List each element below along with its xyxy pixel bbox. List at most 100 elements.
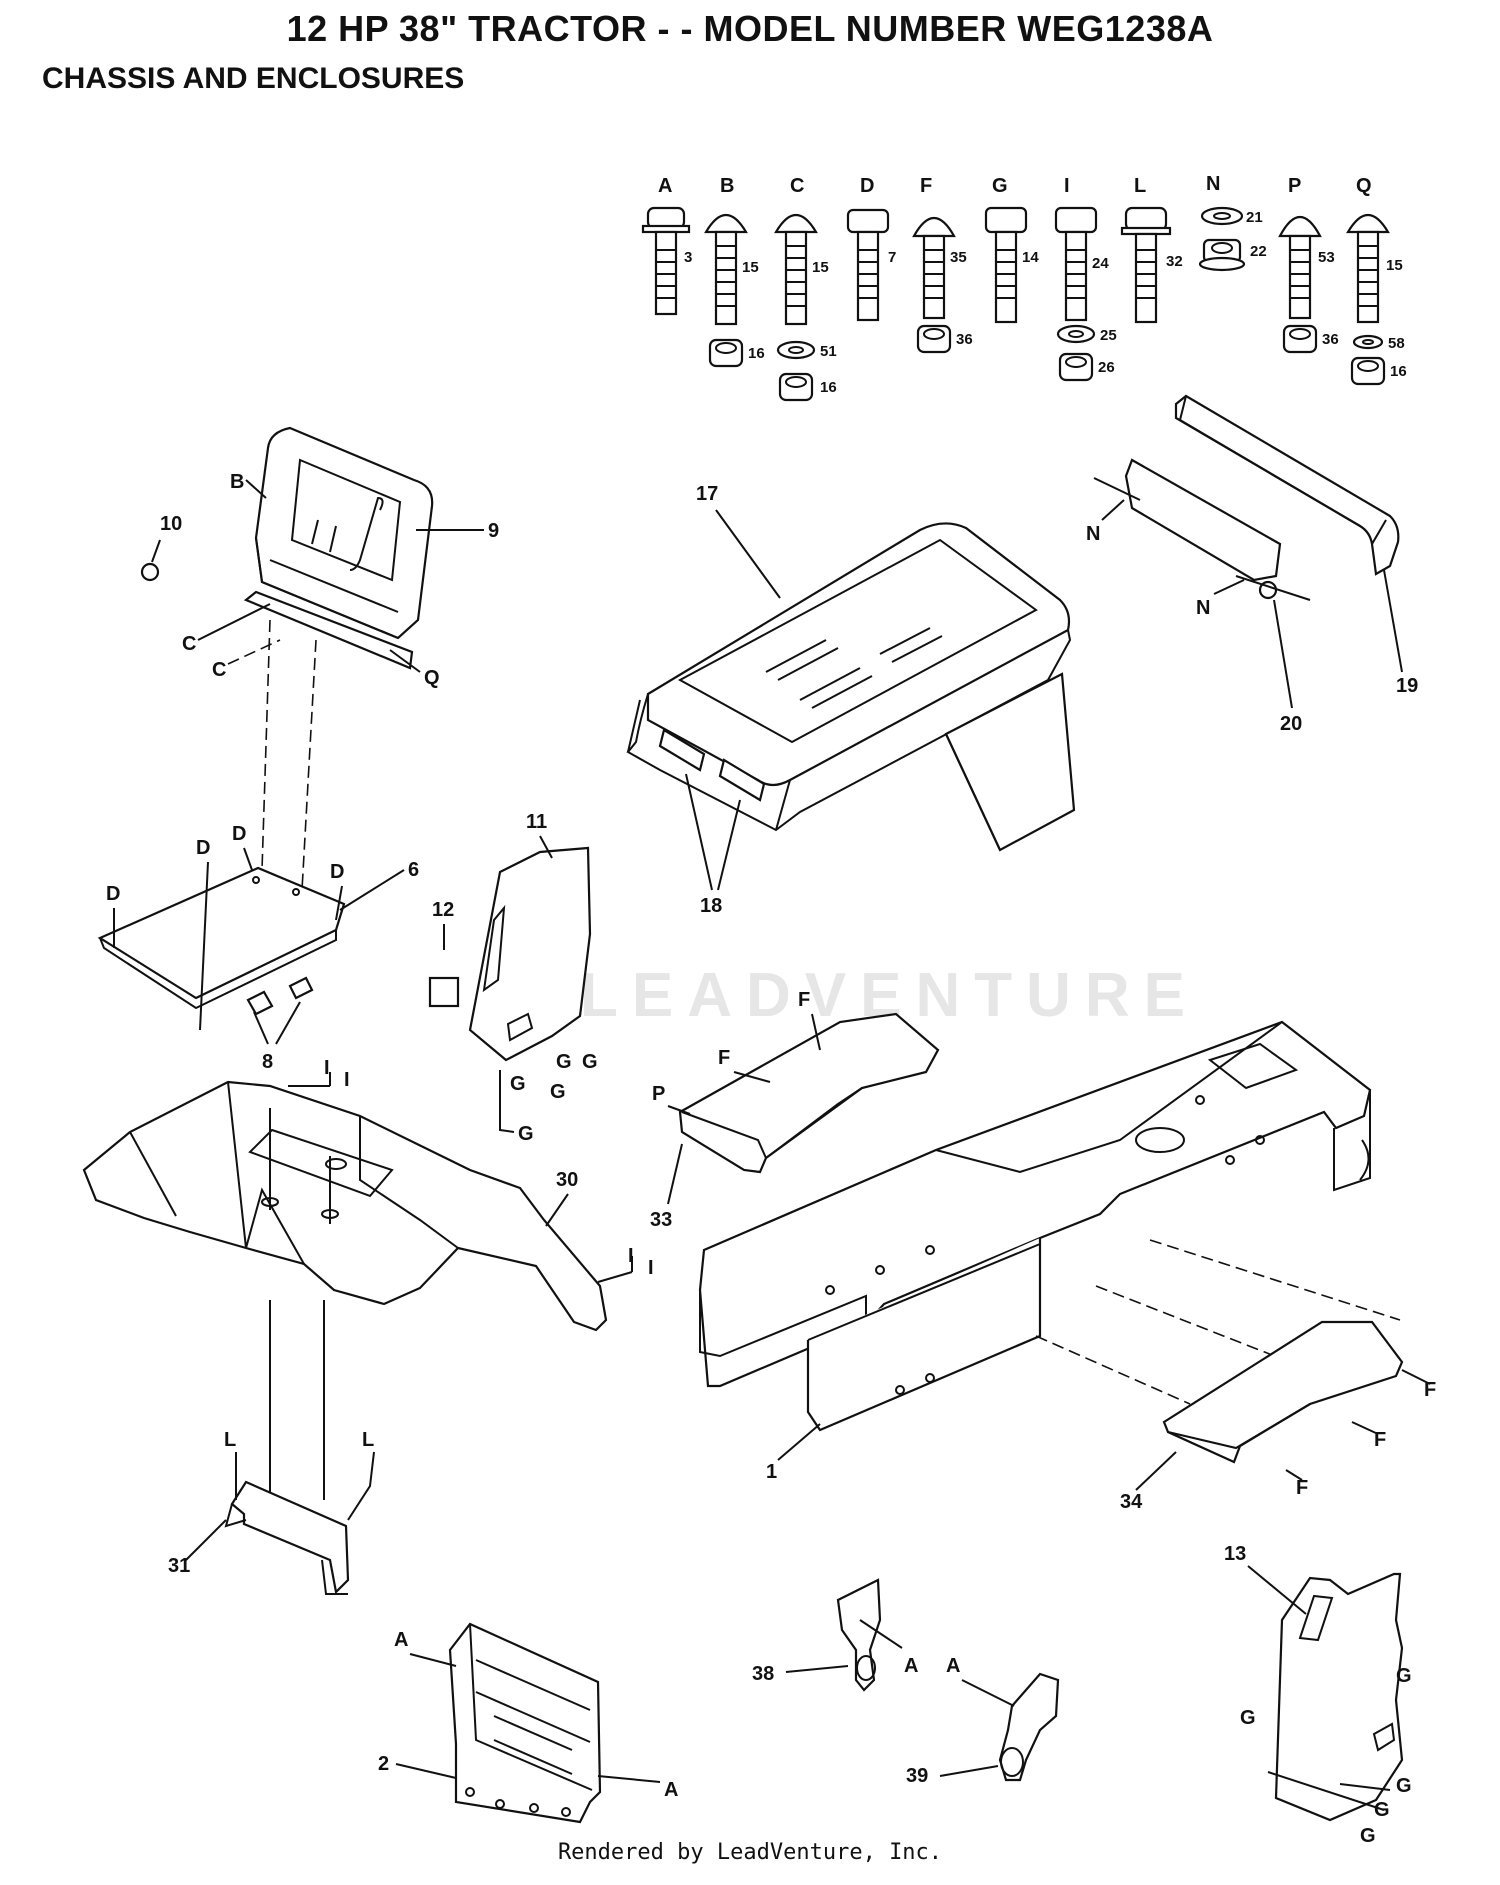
floor-plate-part [97,866,346,1016]
hw-part-i-1: 24 [1092,255,1109,272]
hw-part-i-3: 26 [1098,359,1115,376]
callout-d-4: D [330,861,344,883]
part-label-38: 38 [752,1663,774,1685]
part-label-8: 8 [262,1051,273,1073]
locknut-c-icon [778,372,814,402]
hw-part-b-1: 15 [742,259,759,276]
hw-letter-d: D [860,175,874,197]
bolt-q-icon [1346,214,1390,324]
part-label-18: 18 [700,895,722,917]
callout-l-seat-1: L [224,1429,236,1451]
flange-nut-n-icon [1198,238,1246,272]
locknut-f-icon [916,324,952,354]
hw-letter-n: N [1206,173,1220,195]
foot-plate-left-part [678,1012,940,1174]
hw-part-l-1: 32 [1166,253,1183,270]
bolt-i-icon [1054,206,1098,322]
hw-part-i-2: 25 [1100,327,1117,344]
callout-a-rear-1: A [394,1629,408,1651]
hw-letter-f: F [920,175,932,197]
callout-a-39: A [946,1655,960,1677]
part-label-19: 19 [1396,675,1418,697]
hw-letter-p: P [1288,175,1301,197]
hw-part-f-2: 36 [956,331,973,348]
callout-i-fender-1: I [324,1057,330,1079]
diagram-title: 12 HP 38" TRACTOR - - MODEL NUMBER WEG12… [286,8,1214,49]
hw-letter-g: G [992,175,1008,197]
seat-mount-part [224,1480,350,1595]
hw-part-d-1: 7 [888,249,896,266]
part-label-13: 13 [1224,1543,1246,1565]
plug-12-icon [428,976,460,1008]
callout-a-rear-2: A [664,1779,678,1801]
foot-plate-right-part [1162,1320,1404,1464]
part-label-1: 1 [766,1461,777,1483]
rear-panel-part [448,1622,602,1824]
hw-part-a-1: 3 [684,249,692,266]
part-label-31: 31 [168,1555,190,1577]
bolt-p-icon [1278,216,1322,320]
washer-i-icon [1056,324,1096,344]
callout-g-right-5: G [1360,1825,1376,1847]
part-label-17: 17 [696,483,718,505]
bracket-38-part [836,1578,882,1692]
grille-bar-part [1174,394,1400,576]
hw-part-p-2: 36 [1322,331,1339,348]
part-label-39: 39 [906,1765,928,1787]
hw-part-p-1: 53 [1318,249,1335,266]
callout-g-side-4: G [550,1081,566,1103]
washer-q-icon [1352,334,1384,350]
callout-l-seat-2: L [362,1429,374,1451]
callout-g-right-1: G [1396,1665,1412,1687]
part-label-9: 9 [488,520,499,542]
bracket-39-part [998,1672,1060,1782]
locknut-q-icon [1350,356,1386,386]
dash-panel-part [140,426,434,670]
hw-part-c-2: 51 [820,343,837,360]
bolt-g-icon [984,206,1028,324]
part-label-30: 30 [556,1169,578,1191]
hw-letter-q: Q [1356,175,1372,197]
callout-c-dash-1: C [182,633,196,655]
part-label-11: 11 [526,811,547,833]
callout-g-side-2: G [582,1051,598,1073]
part-label-12: 12 [432,899,454,921]
callout-f-plate-1: F [798,989,810,1011]
hw-part-n-1: 21 [1246,209,1263,226]
callout-c-dash-2: C [212,659,226,681]
locknut-p-icon [1282,324,1318,354]
bolt-l-icon [1120,206,1172,324]
callout-f-right-1: F [1424,1379,1436,1401]
hw-letter-c: C [790,175,804,197]
callout-d-3: D [232,823,246,845]
diagram-subtitle: CHASSIS AND ENCLOSURES [42,62,465,95]
frame-part [698,1020,1372,1432]
bolt-a-icon [641,206,691,316]
hw-letter-b: B [720,175,734,197]
hood-bracket-part [1124,458,1282,600]
callout-q-dash: Q [424,667,440,689]
knob-10-icon [140,562,160,582]
callout-i-fender-4: I [648,1257,654,1279]
callout-f-plate-2: F [718,1047,730,1069]
hw-part-f-1: 35 [950,249,967,266]
callout-n-bracket-2: N [1196,597,1210,619]
callout-i-fender-2: I [344,1069,350,1091]
hw-part-q-1: 15 [1386,257,1403,274]
callout-g-side-5: G [518,1123,534,1145]
callout-g-side-3: G [510,1073,526,1095]
footer-credit: Rendered by LeadVenture, Inc. [557,1840,943,1865]
hardware-row: A B C D F G I L N P Q 3 15 16 [641,173,1407,402]
part-label-2: 2 [378,1753,389,1775]
callout-g-right-3: G [1396,1775,1412,1797]
part-label-33: 33 [650,1209,672,1231]
bolt-b-icon [704,214,748,326]
washer-n-icon [1200,206,1244,226]
bolt-d-icon [846,208,890,322]
hw-letter-l: L [1134,175,1146,197]
callout-b-dash: B [230,471,244,493]
part-label-20: 20 [1280,713,1302,735]
side-panel-part [468,846,592,1062]
locknut-i-icon [1058,352,1094,382]
